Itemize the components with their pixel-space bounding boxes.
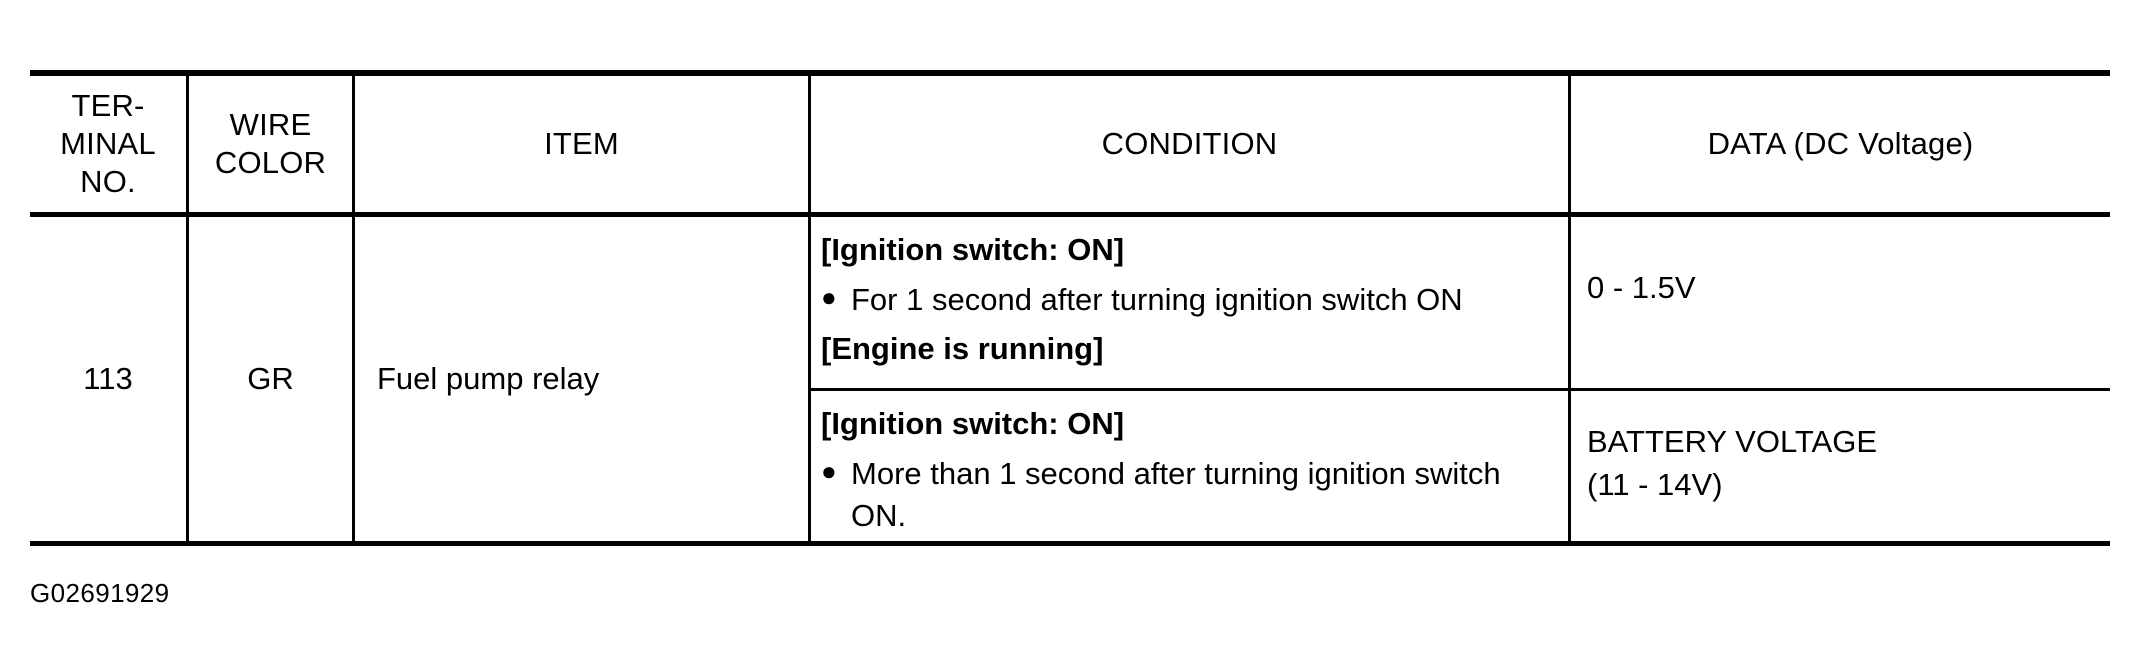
data-value-line-2: (11 - 14V) <box>1587 466 1723 502</box>
terminal-no-value: 113 <box>83 360 133 396</box>
column-divider-terminal-wire <box>186 70 189 546</box>
header-condition: CONDITION <box>811 76 1568 212</box>
cell-condition-sub-row-2: [Ignition switch: ON] ● More than 1 seco… <box>811 391 1568 541</box>
header-data: DATA (DC Voltage) <box>1571 76 2110 212</box>
header-item: ITEM <box>355 76 808 212</box>
condition-heading-2: [Ignition switch: ON] <box>821 406 1125 441</box>
cell-item: Fuel pump relay <box>355 217 808 541</box>
condition-bullet-item: ● For 1 second after turning ignition sw… <box>821 279 1560 321</box>
table-bottom-border <box>30 541 2110 546</box>
cell-data-sub-row-1: 0 - 1.5V <box>1571 217 2110 388</box>
figure-reference-code: G02691929 <box>30 578 170 608</box>
cell-terminal-no: 113 <box>30 217 186 541</box>
data-value-line-1: BATTERY VOLTAGE <box>1587 424 1877 459</box>
condition-bullet-text: For 1 second after turning ignition swit… <box>851 281 1463 317</box>
header-condition-label: CONDITION <box>1101 126 1278 162</box>
condition-heading-secondary: [Engine is running] <box>821 330 1104 366</box>
bullet-icon: ● <box>821 281 837 312</box>
header-wire-color-line1: WIRE <box>229 107 312 143</box>
cell-data-sub-row-2: BATTERY VOLTAGE (11 - 14V) <box>1571 391 2110 541</box>
header-terminal-no: TER- MINAL NO. <box>30 76 186 212</box>
header-terminal-no-line1: TER- <box>71 88 145 124</box>
header-terminal-no-line3: NO. <box>80 163 136 199</box>
header-wire-color: WIRE COLOR <box>189 76 352 212</box>
header-wire-color-line2: COLOR <box>214 145 327 180</box>
cell-condition-sub-row-1: [Ignition switch: ON] ● For 1 second aft… <box>811 217 1568 388</box>
table-top-border <box>30 70 2110 76</box>
terminal-data-table: TER- MINAL NO. WIRE COLOR ITEM CONDITION… <box>30 70 2110 546</box>
header-body-divider <box>30 212 2110 217</box>
header-terminal-no-line2: MINAL <box>60 126 156 162</box>
condition-bullet-item-2: ● More than 1 second after turning ignit… <box>821 453 1560 537</box>
cell-wire-color: GR <box>189 217 352 541</box>
column-divider-condition-data <box>1568 70 1571 546</box>
header-item-label: ITEM <box>544 126 619 162</box>
column-divider-wire-item <box>352 70 355 546</box>
item-value: Fuel pump relay <box>377 360 600 396</box>
sub-row-divider <box>808 388 2110 391</box>
wire-color-value: GR <box>247 360 294 396</box>
condition-heading: [Ignition switch: ON] <box>821 232 1125 267</box>
column-divider-item-condition <box>808 70 811 546</box>
condition-bullet-text-2: More than 1 second after turning ignitio… <box>851 455 1501 533</box>
header-data-label: DATA (DC Voltage) <box>1707 126 1974 162</box>
bullet-icon: ● <box>821 455 837 486</box>
data-value-line-1: 0 - 1.5V <box>1587 270 1696 305</box>
